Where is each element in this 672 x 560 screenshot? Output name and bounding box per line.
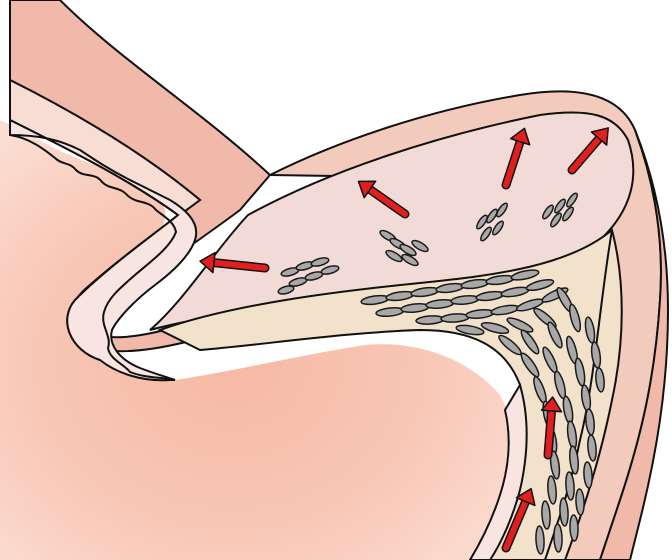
elongated-cell xyxy=(570,515,579,541)
elongated-cell xyxy=(554,524,563,552)
